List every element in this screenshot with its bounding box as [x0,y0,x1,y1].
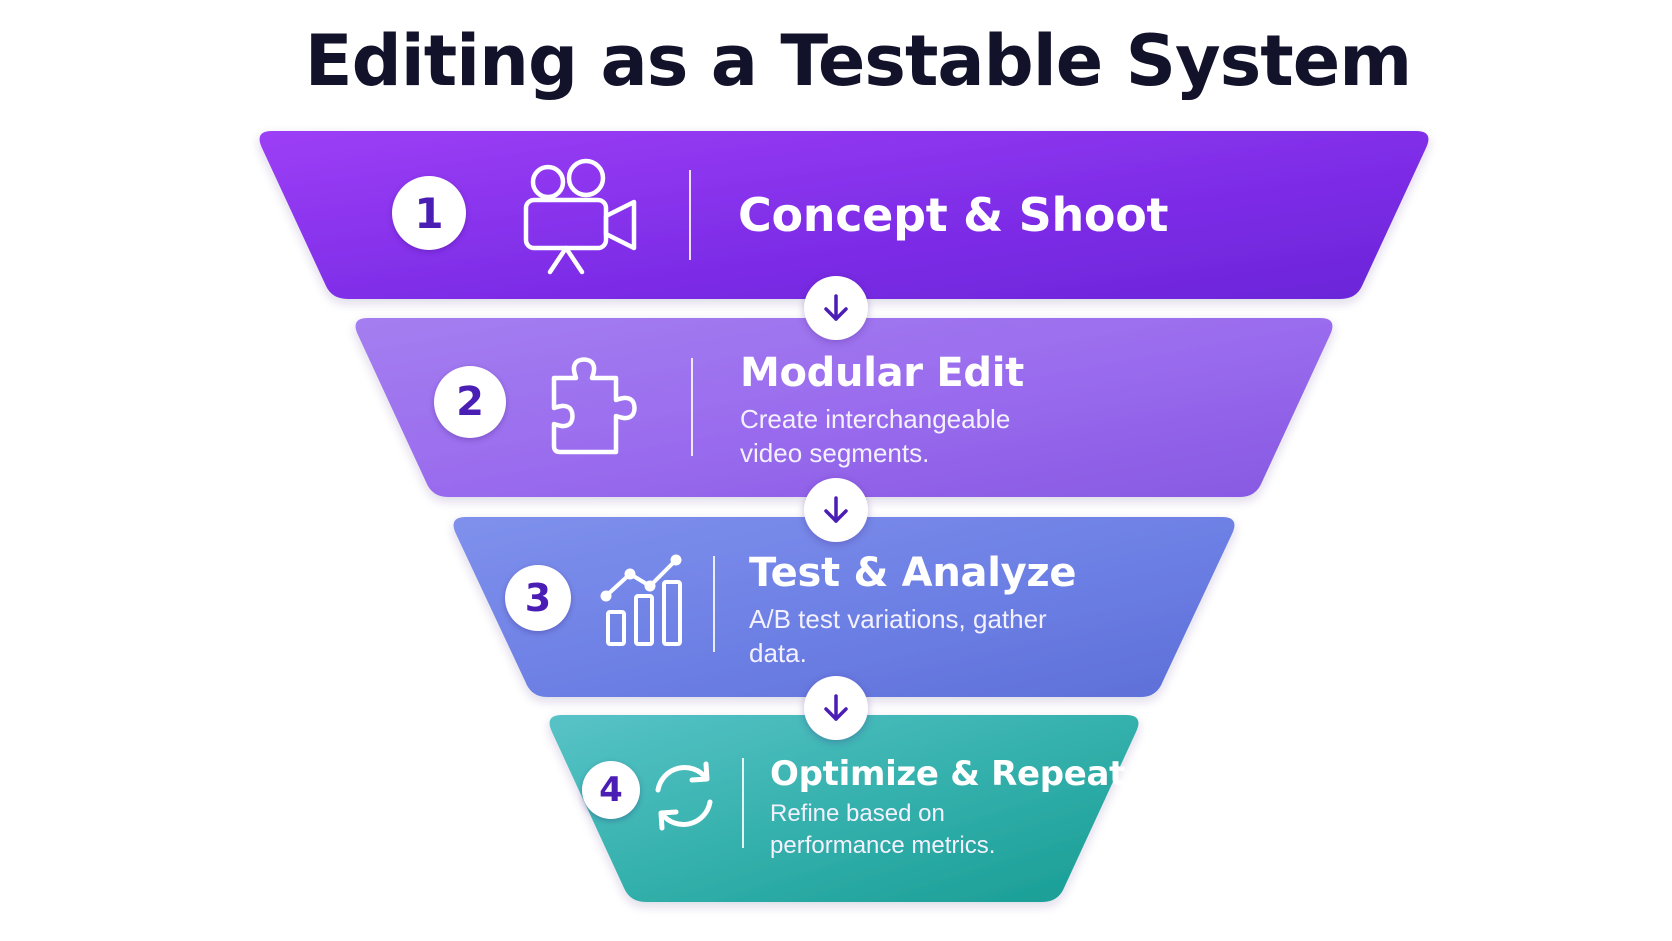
stage-2-number: 2 [434,366,506,438]
stage-1-text: Concept & Shoot [738,188,1169,242]
stage-1-band [259,131,1429,299]
stage-3-description: A/B test variations, gather data. [749,604,1047,668]
stage-4-number: 4 [582,761,640,819]
stage-3-divider [713,556,715,652]
puzzle-piece-icon [551,357,637,455]
arrow-down-icon [824,294,848,321]
stage-4-text: Optimize & Repeat Refine based on perfor… [770,754,1125,862]
stage-3-title: Test & Analyze [749,550,1077,596]
diagram-title: Editing as a Testable System [304,20,1412,102]
growth-chart-icon [600,554,682,646]
stage-4-divider [742,758,744,848]
stage-3-number: 3 [505,565,571,631]
stage-4-description: Refine based on performance metrics. [770,800,996,859]
stage-2-text: Modular Edit Create interchangeable vide… [740,350,1060,470]
stage-1-divider [689,170,691,260]
stage-3-band [453,517,1235,697]
refresh-cycle-icon [655,761,713,831]
stage-1-title: Concept & Shoot [738,188,1169,242]
arrow-down-icon [824,694,848,721]
stage-2-description: Create interchangeable video segments. [740,404,1011,468]
stage-4-title: Optimize & Repeat [770,754,1126,794]
stage-1-number: 1 [392,176,466,250]
connector-3 [804,676,868,740]
stage-2-divider [691,358,693,456]
arrow-down-icon [824,496,848,523]
stage-4-band [549,715,1139,902]
connector-2 [804,478,868,542]
video-camera-icon [523,158,637,275]
connector-1 [804,276,868,340]
stage-3-text: Test & Analyze A/B test variations, gath… [749,550,1076,670]
stage-2-title: Modular Edit [740,350,1024,396]
